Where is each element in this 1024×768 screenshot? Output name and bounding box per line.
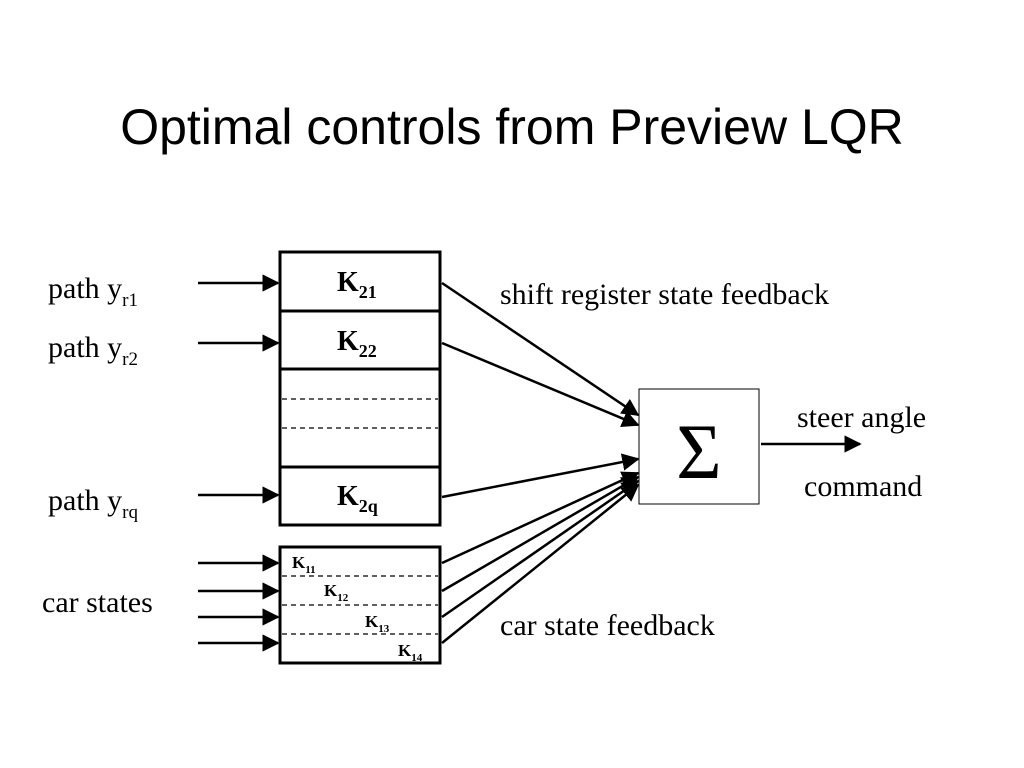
feedback-arrow-k22 <box>441 341 640 427</box>
gain-label-k2q: K2q <box>337 481 378 516</box>
feedback-arrow-k14 <box>441 483 640 644</box>
gain-label-k11: K11 <box>292 553 316 576</box>
sigma-symbol: Σ <box>676 408 721 495</box>
label-shift-register-feedback: shift register state feedback <box>500 278 829 311</box>
gain-label-k21: K21 <box>337 267 377 302</box>
label-command: command <box>804 470 922 503</box>
input-label-path-r2: path yr2 <box>48 331 138 370</box>
gain-label-k14: K14 <box>398 641 423 664</box>
car-state-gain-block <box>278 545 442 665</box>
gain-label-k22: K22 <box>337 326 377 361</box>
summation-block <box>638 388 760 505</box>
input-label-path-rq: path yrq <box>48 484 138 523</box>
feedback-arrow-k13 <box>441 479 640 619</box>
shift-register-gain-block <box>278 250 442 527</box>
feedback-arrow-k2q <box>441 453 640 499</box>
input-label-car-states: car states <box>42 586 153 619</box>
gain-label-k12: K12 <box>324 581 349 604</box>
gain-label-k13: K13 <box>365 612 390 635</box>
feedback-arrow-k12 <box>441 475 640 593</box>
feedback-arrow-k21 <box>441 281 640 417</box>
input-label-path-r1: path yr1 <box>48 272 138 311</box>
slide-title: Optimal controls from Preview LQR <box>120 99 904 155</box>
feedback-arrow-k11 <box>441 471 640 565</box>
label-steer-angle: steer angle <box>797 401 926 434</box>
label-car-state-feedback: car state feedback <box>500 609 715 642</box>
